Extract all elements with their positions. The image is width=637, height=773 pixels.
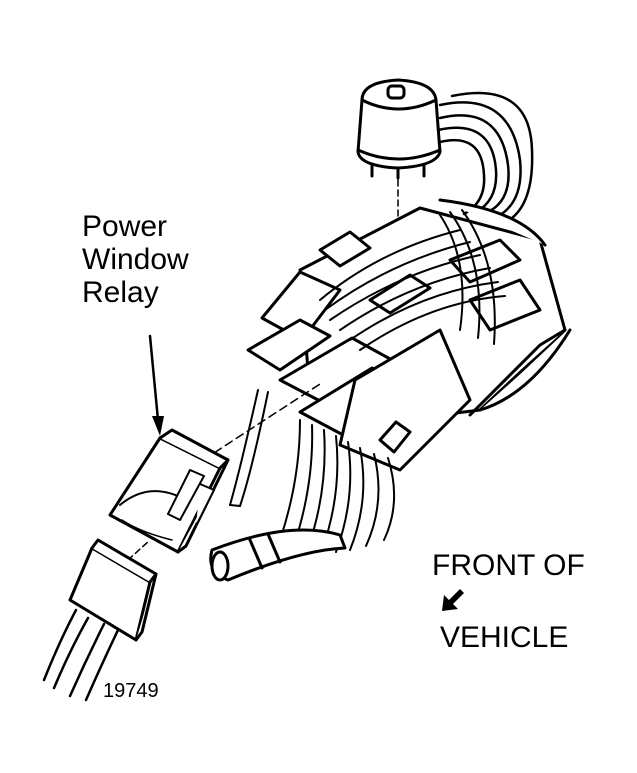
vehicle-label: VEHICLE xyxy=(440,621,569,654)
relay-connector-wires xyxy=(42,608,120,702)
callout-line-3: Relay xyxy=(82,276,159,309)
block-wires xyxy=(319,209,506,351)
power-window-relay xyxy=(108,428,230,554)
callout-line-1: Power xyxy=(82,210,168,243)
front-of-label: FRONT OF xyxy=(432,549,585,582)
power-window-relay-label: Power Window Relay xyxy=(82,210,189,309)
top-wire-bundle xyxy=(436,91,534,220)
relay-connector xyxy=(68,538,158,642)
callout-arrowhead xyxy=(152,416,164,436)
front-of-vehicle-indicator: FRONT OF VEHICLE xyxy=(432,548,585,656)
top-relay-module xyxy=(356,78,442,225)
callout-line-2: Window xyxy=(82,243,189,276)
arrow-down-left-icon xyxy=(442,589,464,611)
callout-arrow xyxy=(148,334,160,422)
block-connectors xyxy=(246,230,542,472)
figure-number: 19749 xyxy=(103,680,159,702)
harness-sleeve xyxy=(209,528,347,582)
